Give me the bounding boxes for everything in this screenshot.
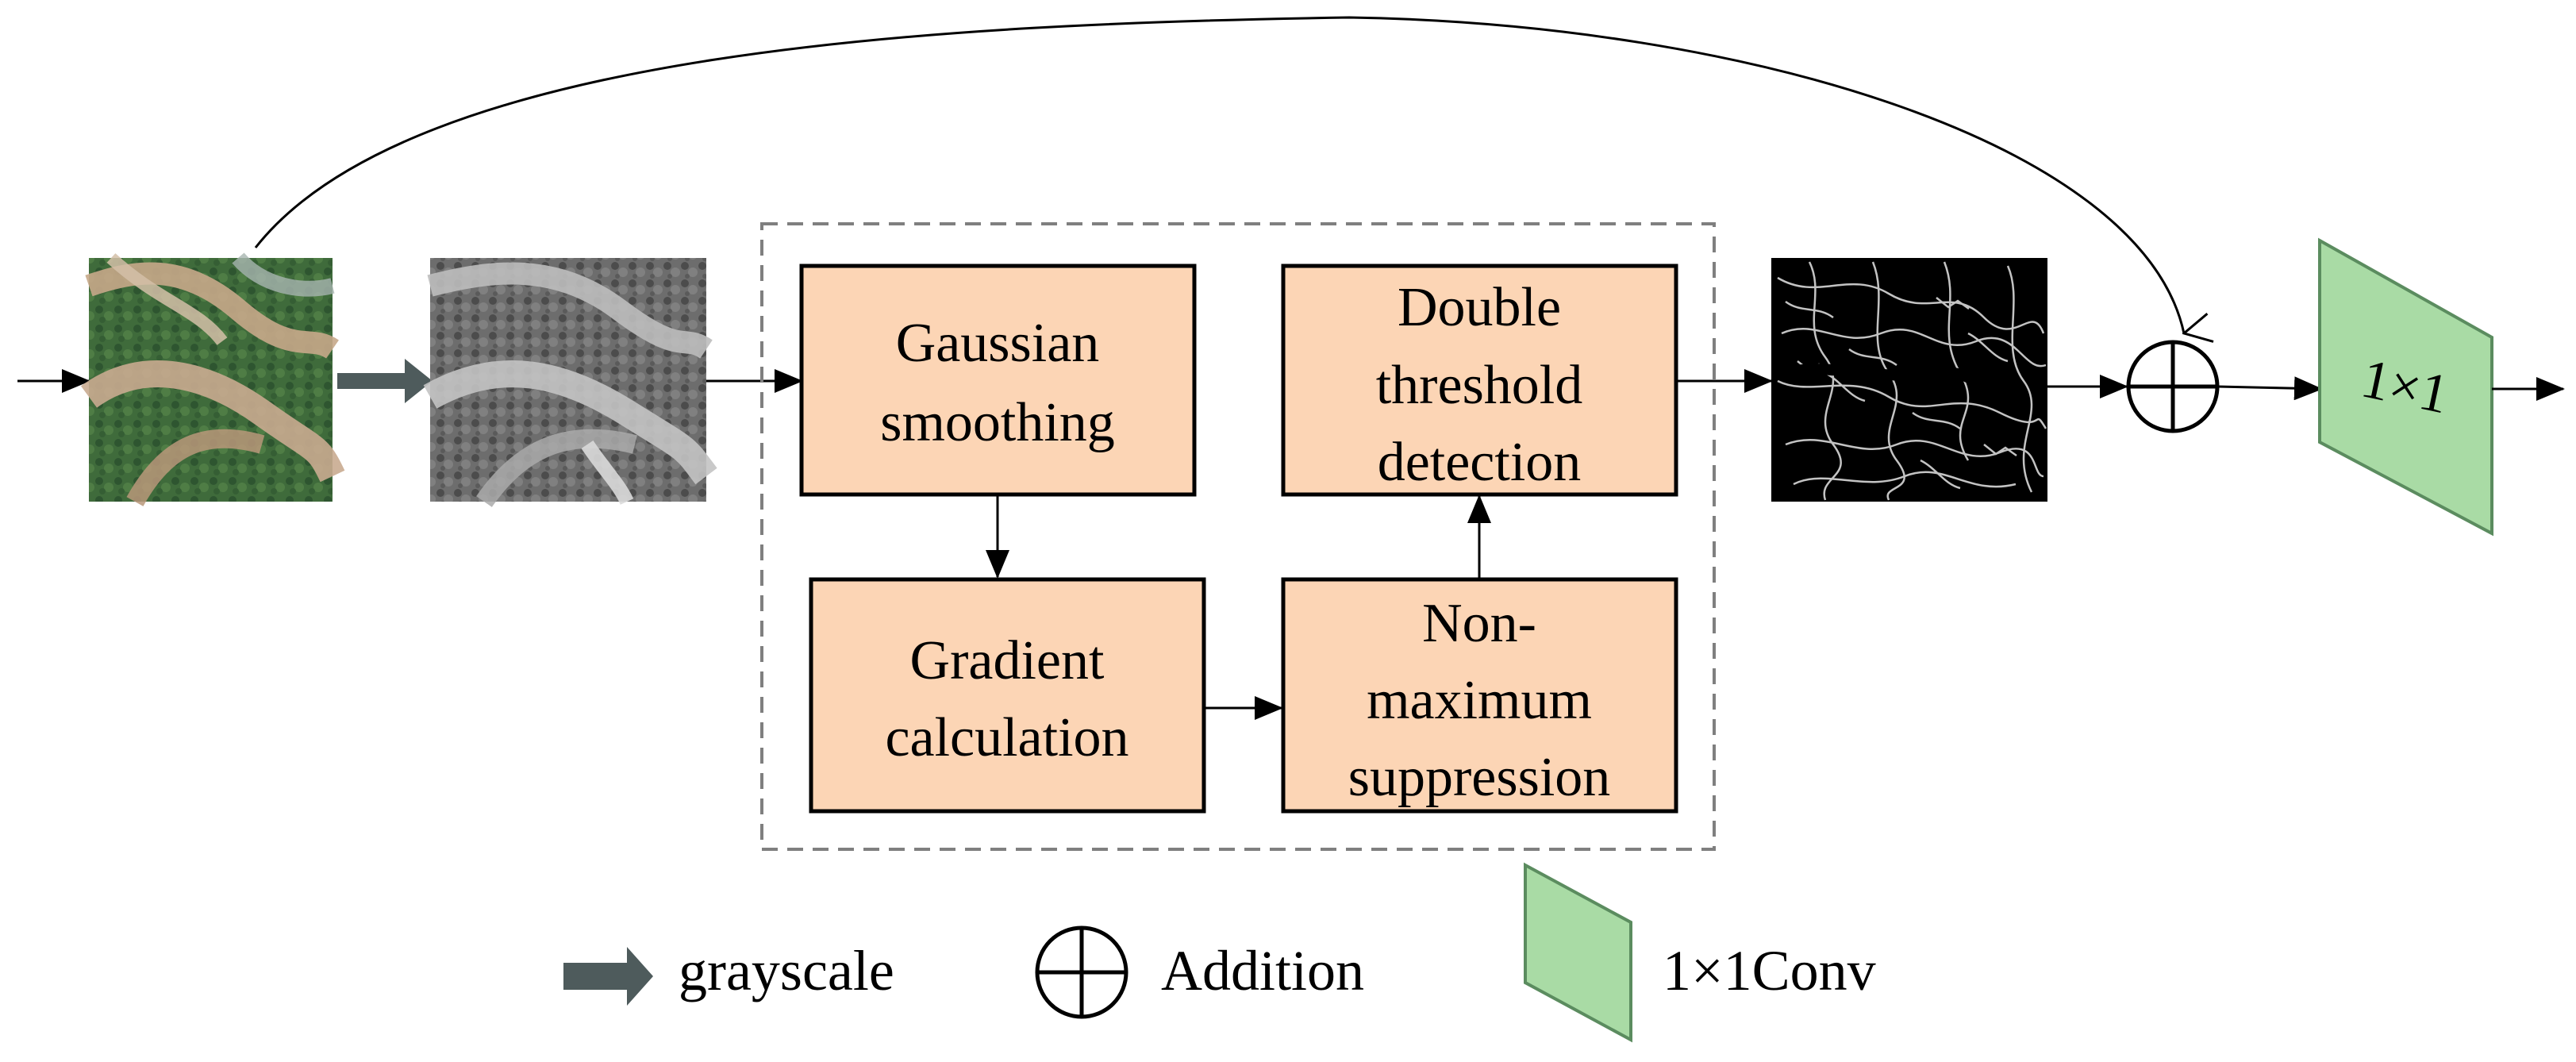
non-maximum-suppression-box: Non- maximum suppression [1281,577,1678,814]
gradient-calculation-box: Gradient calculation [809,577,1206,814]
gradient-label-line2: calculation [885,707,1128,768]
double-label-line1: Double [1398,277,1561,338]
grayscale-arrow [337,359,433,403]
legend-conv-label: 1×1Conv [1663,939,1876,1002]
double-threshold-detection-box: Double threshold detection [1281,264,1678,497]
legend-conv-icon [1524,862,1632,1043]
legend-grayscale-label: grayscale [679,939,894,1002]
skip-connection [254,16,2184,333]
legend-addition-icon [1035,925,1128,1019]
gaussian-label-line1: Gaussian [896,313,1100,374]
gaussian-label-line2: smoothing [880,392,1115,453]
nms-label-line2: maximum [1367,670,1592,731]
double-label-line3: detection [1378,432,1582,493]
legend-grayscale-arrow-icon [563,947,653,1006]
nms-label-line1: Non- [1422,593,1536,654]
gaussian-smoothing-box: Gaussian smoothing [799,264,1197,497]
legend: grayscale Addition 1×1Conv [563,862,1876,1043]
legend-addition-label: Addition [1161,939,1364,1002]
nms-label-line3: suppression [1348,747,1611,808]
edge-map-image [1771,258,2047,502]
conv-1x1-block: 1×1 [2318,237,2493,537]
addition-operator [2126,340,2220,433]
arrow-to-conv [2217,376,2323,401]
double-label-line2: threshold [1376,355,1583,416]
input-rgb-image [80,252,345,506]
gradient-label-line1: Gradient [910,630,1105,691]
grayscale-image [423,258,717,507]
